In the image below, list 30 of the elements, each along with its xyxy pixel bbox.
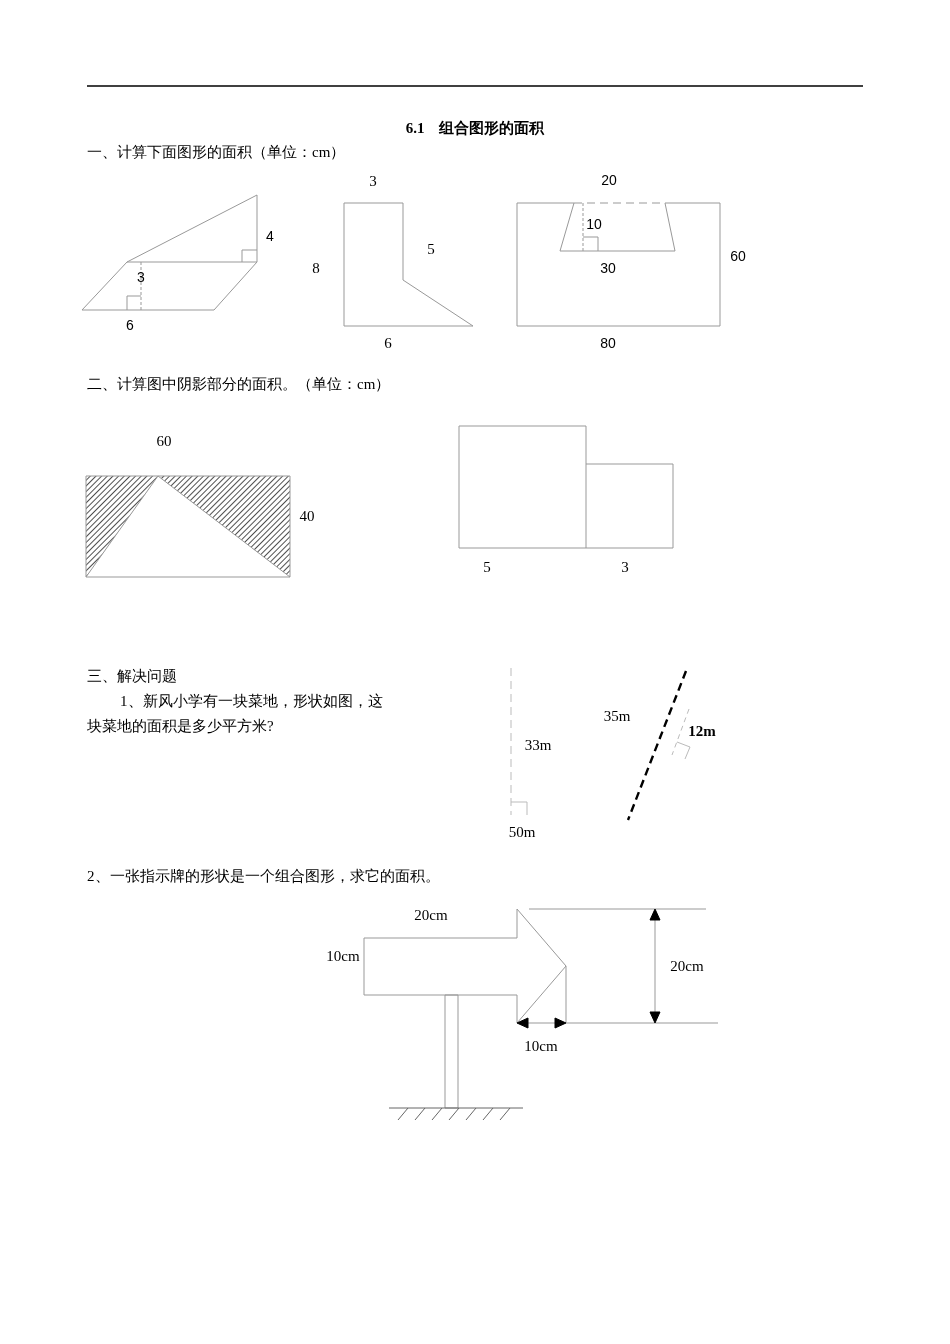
title: 6.1 组合图形的面积 [405,119,545,137]
dimension-label: 8 [312,259,320,277]
section-heading: 2、一张指示牌的形状是一个组合图形，求它的面积。 [87,867,440,885]
dimension-label: 20 [601,171,617,189]
dimension-label: 6 [126,316,134,334]
dimension-label: 3 [621,558,629,576]
dimension-label: 60 [156,432,172,450]
dimension-label: 20cm [414,906,448,924]
dimension-label: 10cm [524,1037,558,1055]
dimension-label: 6 [384,334,392,352]
dimension-label: 3 [137,268,145,286]
section-heading: 二、计算图中阴影部分的面积。（单位：cm） [87,375,391,393]
dimension-label: 20cm [670,957,704,975]
dimension-label: 33m [524,736,552,754]
dimension-label: 5 [483,558,491,576]
dimension-label: 40 [299,507,315,525]
section-heading: 三、解决问题 [87,667,177,685]
dimension-label: 30 [600,259,616,277]
section-heading: 一、计算下面图形的面积（单位：cm） [87,143,346,161]
dimension-label: 10cm [326,947,360,965]
dimension-label: 5 [427,240,435,258]
dimension-label: 80 [600,334,616,352]
dimension-label: 10 [586,215,602,233]
dimension-label: 60 [730,247,746,265]
dimension-label: 12m [688,722,716,740]
dimension-label: 3 [369,172,377,190]
dimension-label: 50m [508,823,536,841]
question-text: 1、新风小学有一块菜地，形状如图，这块菜地的面积是多少平方米? [87,692,384,736]
dimension-label: 4 [266,227,274,245]
dimension-label: 35m [603,707,631,725]
